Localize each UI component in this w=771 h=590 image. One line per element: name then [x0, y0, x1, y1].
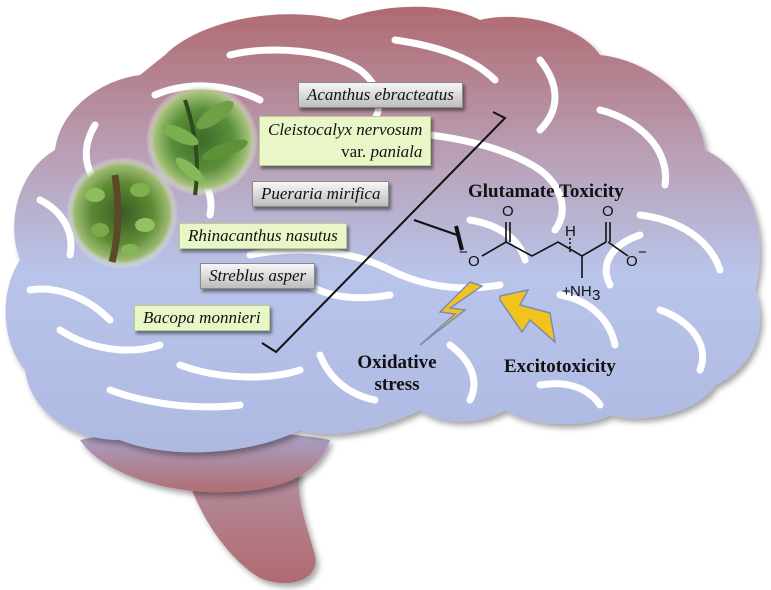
- plant-label-rhinacanthus: Rhinacanthus nasutus: [179, 223, 347, 249]
- glutamate-atoms: O O O − O − H + NH 3: [459, 203, 647, 304]
- chem-h: H: [565, 223, 576, 240]
- plant-photo-2: [66, 157, 178, 269]
- oxidative-stress-line2: stress: [374, 374, 420, 395]
- plant-label-acanthus: Acanthus ebracteatus: [298, 82, 463, 108]
- plant-label-pueraria: Pueraria mirifica: [252, 181, 390, 207]
- oxidative-stress-label: Oxidative stress: [352, 352, 442, 396]
- glutamate-toxicity-label: Glutamate Toxicity: [468, 181, 624, 202]
- lightning-bolt-oxidative: [419, 281, 484, 346]
- plant-label-cleistocalyx: Cleistocalyx nervosum var. paniala: [259, 116, 432, 166]
- chem-plus: +: [562, 283, 571, 300]
- chem-o-minus-right: O: [626, 253, 638, 270]
- excitotoxicity-label: Excitotoxicity: [504, 356, 616, 377]
- plant-photo-1: [146, 84, 258, 196]
- plant-label-cleistocalyx-paniala: paniala: [370, 142, 423, 161]
- plant-label-cleistocalyx-var: var.: [341, 142, 371, 161]
- chem-o-minus-left: O: [468, 253, 480, 270]
- glutamate-structure: [481, 222, 629, 278]
- inhibition-bracket: [261, 111, 507, 354]
- chem-minus-left: −: [459, 244, 468, 261]
- plant-label-cleistocalyx-line1: Cleistocalyx nervosum: [268, 120, 423, 139]
- brain-stem: [185, 470, 316, 584]
- plant-label-streblus: Streblus asper: [200, 263, 316, 289]
- chem-nh-sub: 3: [592, 287, 600, 304]
- plant-label-cleistocalyx-line2: var. paniala: [268, 141, 422, 163]
- chem-o-top-right: O: [602, 203, 614, 220]
- lightning-bolt-excito: [499, 288, 557, 344]
- oxidative-stress-line1: Oxidative: [357, 352, 437, 373]
- plant-label-bacopa: Bacopa monnieri: [134, 305, 270, 331]
- chem-o-top-left: O: [502, 203, 514, 220]
- chem-minus-right: −: [638, 244, 647, 261]
- chem-nh: NH: [570, 283, 592, 300]
